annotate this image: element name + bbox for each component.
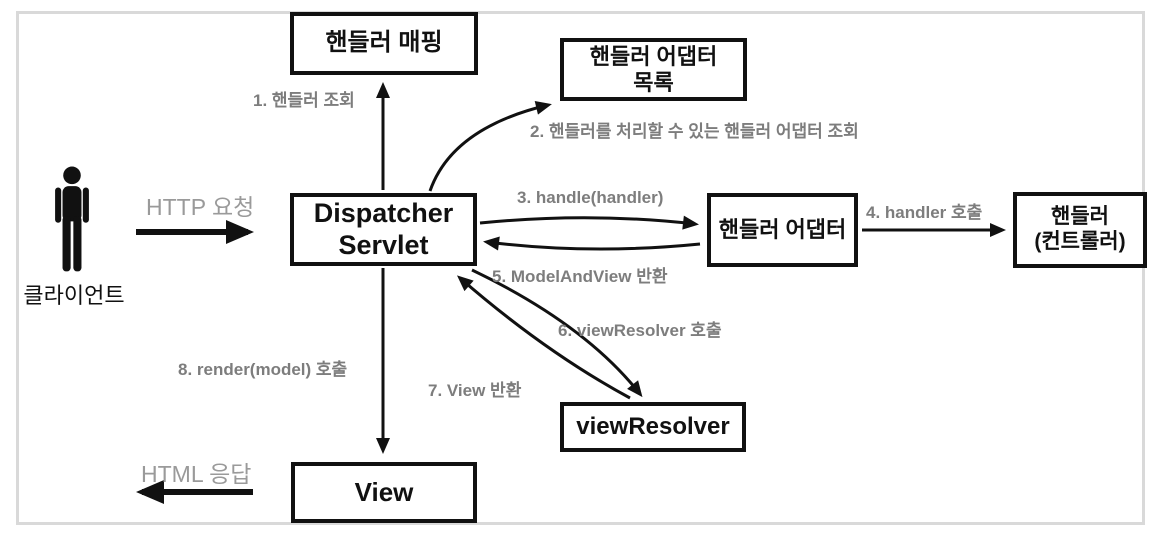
view-box: View [291,462,477,523]
step4-label: 4. handler 호출 [866,203,983,222]
arrow-step6-viewresolver-call [471,268,643,398]
step3-label: 3. handle(handler) [517,188,664,207]
handler-controller-box: 핸들러 (컨트롤러) [1013,192,1147,268]
arrow-step2-adapter-list-lookup [428,100,552,192]
client-label: 클라이언트 [23,283,125,308]
handler-adapter-list-box: 핸들러 어댑터 목록 [560,38,747,101]
view-resolver-box: viewResolver [560,402,746,452]
arrow-step3-handle [479,215,699,230]
dispatcher-servlet-box: Dispatcher Servlet [290,193,477,266]
step7-label: 7. View 반환 [428,381,522,400]
step1-label: 1. 핸들러 조회 [253,91,355,110]
step2-label: 2. 핸들러를 처리할 수 있는 핸들러 어댑터 조회 [530,122,859,141]
http-request-label: HTTP 요청 [146,194,255,220]
handler-adapter-box: 핸들러 어댑터 [707,193,858,267]
step8-label: 8. render(model) 호출 [178,360,348,379]
step6-label: 6. viewResolver 호출 [558,321,722,340]
person-icon [55,166,89,272]
arrow-step7-view-return [456,275,631,400]
arrow-step5-modelandview-return [483,236,701,251]
step5-label: 5. ModelAndView 반환 [492,267,668,286]
handler-mapping-box: 핸들러 매핑 [290,12,478,75]
html-response-label: HTML 응답 [141,461,252,487]
diagram-frame [16,11,1145,525]
